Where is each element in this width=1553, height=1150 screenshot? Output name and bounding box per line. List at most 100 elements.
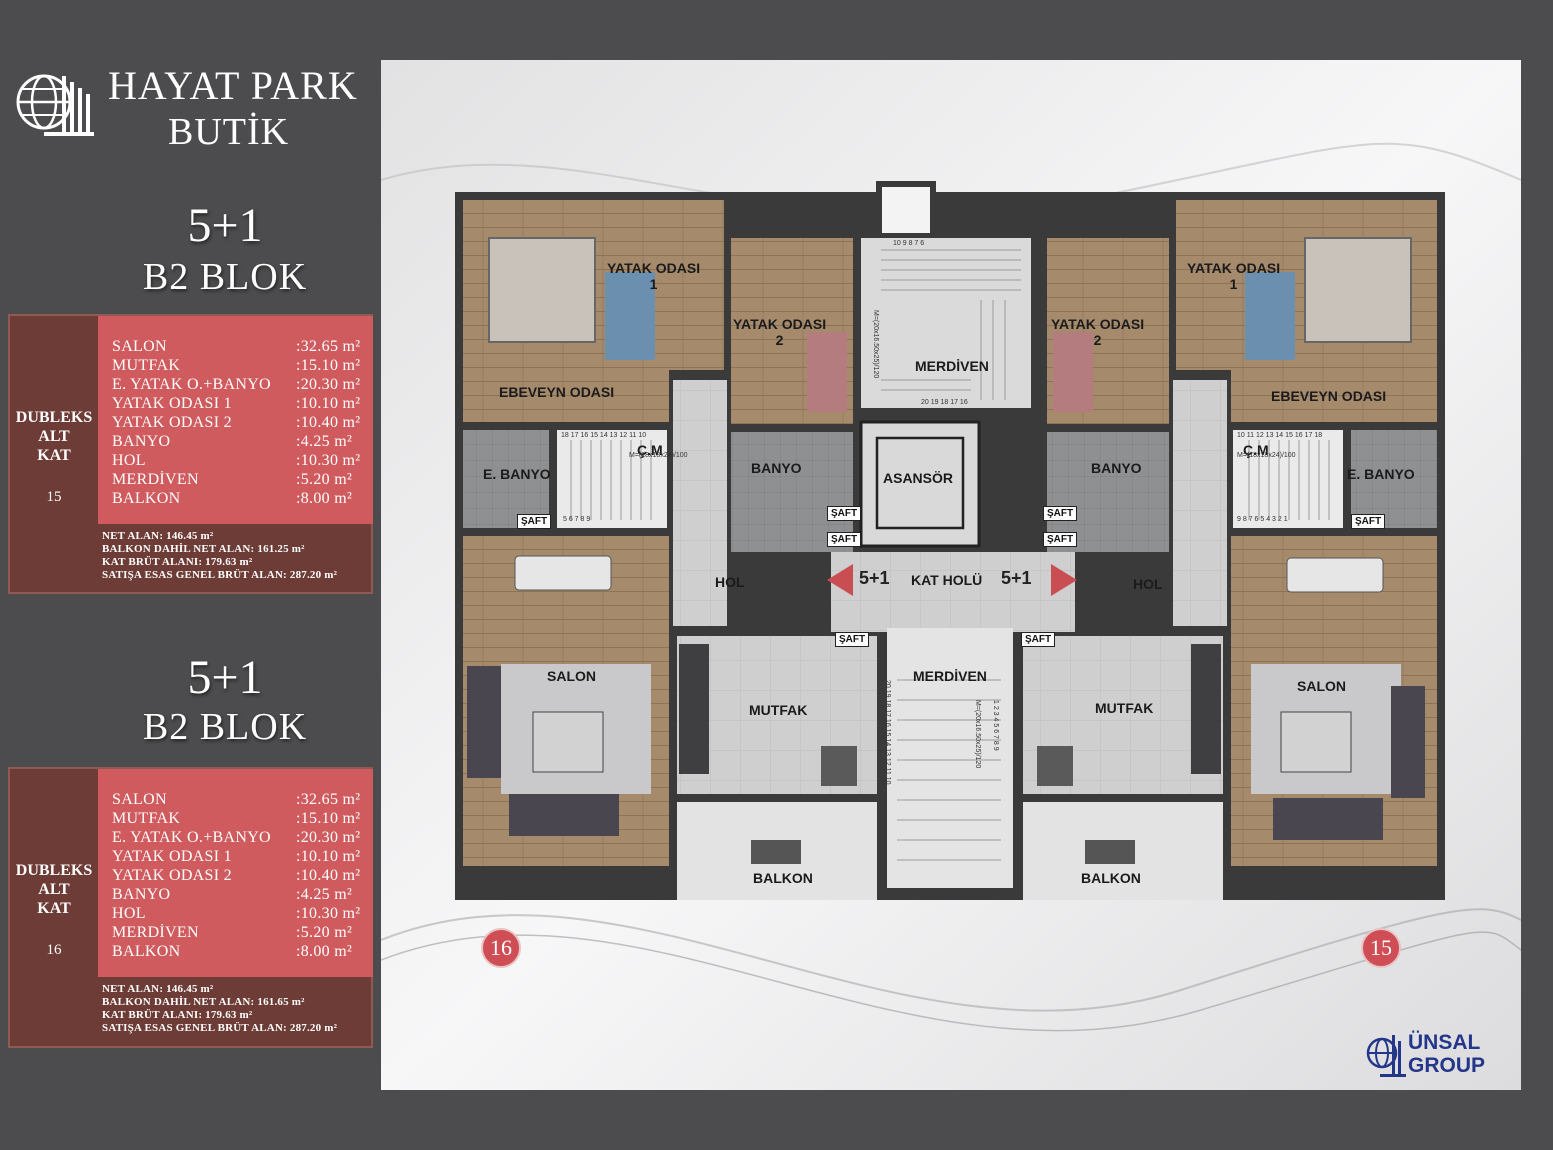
room-row: MERDİVEN:5.20 m²: [112, 471, 353, 488]
kitchen-counter: [1191, 644, 1221, 774]
saft-tag: ŞAFT: [1043, 532, 1078, 547]
room-row: BANYO:4.25 m²: [112, 886, 353, 903]
saft-tag: ŞAFT: [1043, 506, 1078, 521]
company-logo-icon: [1366, 1035, 1406, 1077]
unit-block-name: B2 BLOK: [142, 706, 308, 748]
step-numbers: 10 11 12 13 14 15 16 17 18: [1237, 432, 1323, 439]
room-row: HOL:10.30 m²: [112, 905, 361, 922]
dining-table: [514, 555, 612, 591]
area-totals: NET ALAN: 146.45 m² BALKON DAHİL NET ALA…: [102, 530, 337, 582]
room-label-hol: HOL: [715, 574, 745, 590]
room-label-mutfak: MUTFAK: [749, 702, 808, 718]
room-row: YATAK ODASI 2:10.40 m²: [112, 867, 361, 884]
floor-label-line: DUBLEKS: [15, 862, 93, 879]
floor-label: DUBLEKS ALT KAT 16: [10, 769, 98, 977]
brand-header: HAYAT PARK BUTİK: [14, 58, 364, 153]
company-logo: ÜNSAL GROUP: [1366, 1025, 1516, 1085]
area-total-line: KAT BRÜT ALANI: 179.63 m²: [102, 1009, 253, 1021]
room-row: E. YATAK O.+BANYO:20.30 m²: [112, 829, 361, 846]
arrow-left-icon: [827, 564, 853, 596]
single-bed: [1245, 272, 1295, 360]
balcony-table: [1085, 840, 1135, 864]
step-numbers: 18 17 16 15 14 13 12 11 10: [561, 432, 647, 439]
saft-tag: ŞAFT: [835, 632, 870, 647]
room-label-salon: SALON: [1297, 678, 1346, 694]
saft-tag: ŞAFT: [517, 514, 552, 529]
building-globe-logo-icon: [16, 74, 94, 136]
wave-decoration: [381, 931, 1521, 1032]
area-total-line: SATIŞA ESAS GENEL BRÜT ALAN: 287.20 m²: [102, 1022, 338, 1034]
room-label-balkon: BALKON: [1081, 870, 1141, 886]
floor-label-line: KAT: [37, 447, 71, 464]
stair-floor: [557, 430, 667, 528]
room-row: E. YATAK O.+BANYO:20.30 m²: [112, 376, 361, 393]
wave-decoration: [381, 908, 1521, 1012]
coffee-table: [1280, 711, 1352, 773]
room-row: SALON:32.65 m²: [112, 791, 361, 808]
elevator: [859, 420, 981, 548]
floor-label-line: DUBLEKS: [15, 409, 93, 426]
area-panel: DUBLEKS ALT KAT 16 SALON:32.65 m² MUTFAK…: [8, 767, 373, 1048]
room-label-banyo: BANYO: [751, 460, 802, 476]
room-label-cm: Ç.M: [637, 442, 663, 458]
kitchen-counter: [679, 644, 709, 774]
area-total-line: BALKON DAHİL NET ALAN: 161.25 m²: [102, 543, 305, 555]
saft-tag: ŞAFT: [827, 532, 862, 547]
room-label-e-banyo: E. BANYO: [483, 466, 551, 482]
dining-table: [1286, 557, 1384, 593]
floor-number: 16: [46, 942, 62, 958]
area-total-line: NET ALAN: 146.45 m²: [102, 530, 214, 542]
stair-label: M=(20x16.50x25)/120: [872, 310, 879, 379]
step-numbers: 20 19 18 17 16: [921, 399, 968, 406]
balcony-table: [751, 840, 801, 864]
brand-subtitle: BUTİK: [168, 111, 290, 153]
unit-number-badge-right: 15: [1361, 928, 1401, 968]
dining-set: [1037, 746, 1073, 786]
hol-floor: [673, 380, 727, 626]
floor-label-line: ALT: [38, 428, 70, 445]
saft-tag: ŞAFT: [827, 506, 862, 521]
room-area-list: SALON:32.65 m² MUTFAK:15.10 m² E. YATAK …: [98, 316, 373, 524]
room-row: SALON:32.65 m²: [112, 338, 361, 355]
area-panel: DUBLEKS ALT KAT 15 SALON:32.65 m² MUTFAK…: [8, 314, 373, 594]
single-bed: [1053, 332, 1093, 412]
kat-holu-floor: [831, 552, 1075, 632]
floor-number: 15: [46, 489, 62, 505]
room-label-balkon: BALKON: [753, 870, 813, 886]
unit-type-marker: 5+1: [859, 568, 890, 588]
room-label-banyo: BANYO: [1091, 460, 1142, 476]
floor-plan-drawing: [381, 60, 1521, 1090]
floor-label-line: ALT: [38, 881, 70, 898]
e-banyo-floor: [463, 430, 549, 528]
unit-block-name: B2 BLOK: [142, 256, 308, 298]
room-label-kat-holu: KAT HOLÜ: [911, 572, 983, 588]
room-label-mutfak: MUTFAK: [1095, 700, 1154, 716]
room-area-list: SALON:32.65 m² MUTFAK:15.10 m² E. YATAK …: [98, 769, 373, 977]
company-name: ÜNSAL GROUP: [1408, 1031, 1486, 1077]
floor-label: DUBLEKS ALT KAT 15: [10, 316, 98, 524]
unit-type-title: 5+1: [187, 199, 263, 252]
room-row: BALKON:8.00 m²: [112, 490, 353, 507]
hol-floor: [1173, 380, 1227, 626]
room-row: YATAK ODASI 2:10.40 m²: [112, 414, 361, 431]
stair-label: M=(18x18x24)/100: [1237, 452, 1296, 459]
area-total-line: BALKON DAHİL NET ALAN: 161.65 m²: [102, 996, 305, 1008]
coffee-table: [532, 711, 604, 773]
step-numbers: 20 19 18 17 16 15 14 13 12 11 10: [884, 680, 891, 785]
room-row: MUTFAK:15.10 m²: [112, 810, 361, 827]
area-total-line: SATIŞA ESAS GENEL BRÜT ALAN: 287.20 m²: [102, 569, 338, 581]
sofa: [1273, 798, 1383, 840]
area-total-line: NET ALAN: 146.45 m²: [102, 983, 214, 995]
step-numbers: 10 9 8 7 6: [893, 240, 925, 247]
area-totals: NET ALAN: 146.45 m² BALKON DAHİL NET ALA…: [102, 983, 337, 1035]
lower-stair-floor: [887, 628, 1013, 888]
double-bed: [488, 237, 596, 343]
room-label-salon: SALON: [547, 668, 596, 684]
sofa: [1391, 686, 1425, 798]
room-row: BALKON:8.00 m²: [112, 943, 353, 960]
